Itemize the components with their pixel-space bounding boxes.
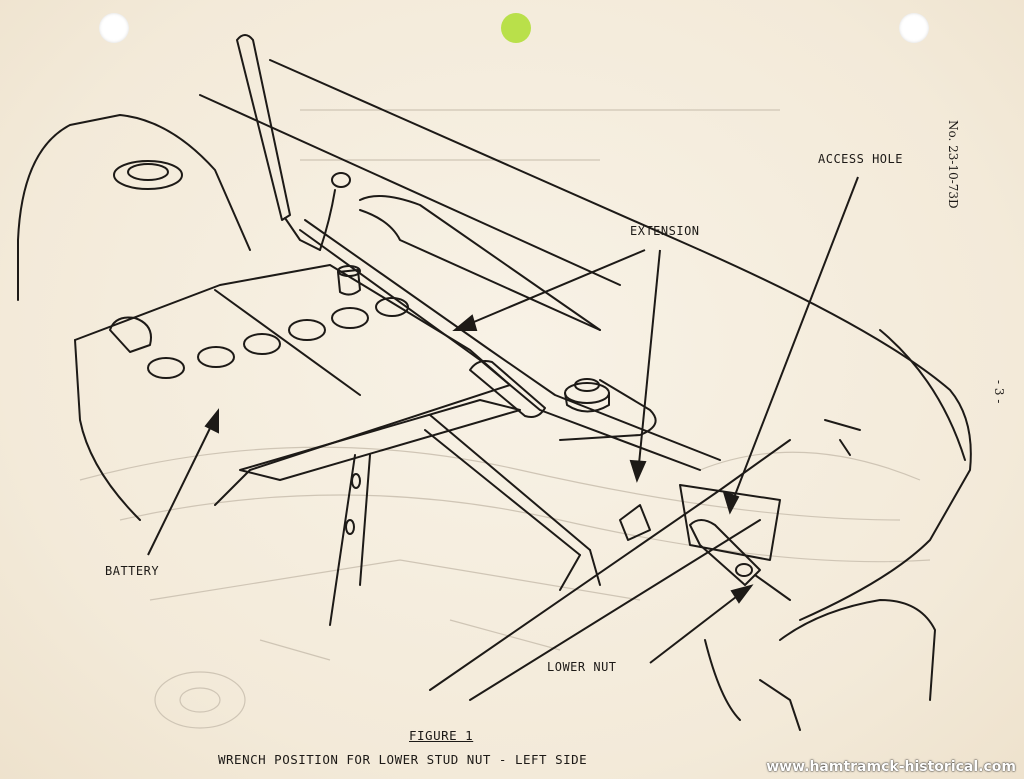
battery-arrowhead: [204, 408, 219, 434]
callout-access-hole: ACCESS HOLE: [818, 152, 903, 166]
access-hole-arrowhead: [722, 490, 740, 515]
extension-leader-1: [461, 249, 646, 328]
callout-lower-nut: LOWER NUT: [547, 660, 617, 674]
lower-nut-arrowhead: [730, 584, 754, 604]
callout-leaders: [147, 176, 859, 664]
show-through-lines: [79, 109, 931, 729]
callout-extension: EXTENSION: [630, 224, 700, 238]
extension-arrowhead-2: [629, 459, 647, 483]
document-number: No. 23-10-73D: [946, 120, 960, 209]
green-marker-dot: [501, 13, 531, 43]
extension-leader-2: [637, 249, 661, 475]
extension-arrowhead-1: [452, 314, 478, 331]
main-line-art: [17, 34, 972, 731]
figure-title: FIGURE 1: [409, 728, 474, 743]
callout-battery: BATTERY: [105, 564, 160, 578]
lower-nut-leader: [649, 589, 746, 664]
binder-hole-right: [899, 13, 929, 43]
binder-hole-left: [99, 13, 129, 43]
figure-caption: WRENCH POSITION FOR LOWER STUD NUT - LEF…: [218, 752, 588, 767]
access-hole-leader: [729, 176, 859, 509]
page-number: - 3 -: [992, 380, 1006, 404]
site-watermark: www.hamtramck-historical.com: [766, 759, 1016, 775]
battery-leader: [147, 417, 216, 556]
